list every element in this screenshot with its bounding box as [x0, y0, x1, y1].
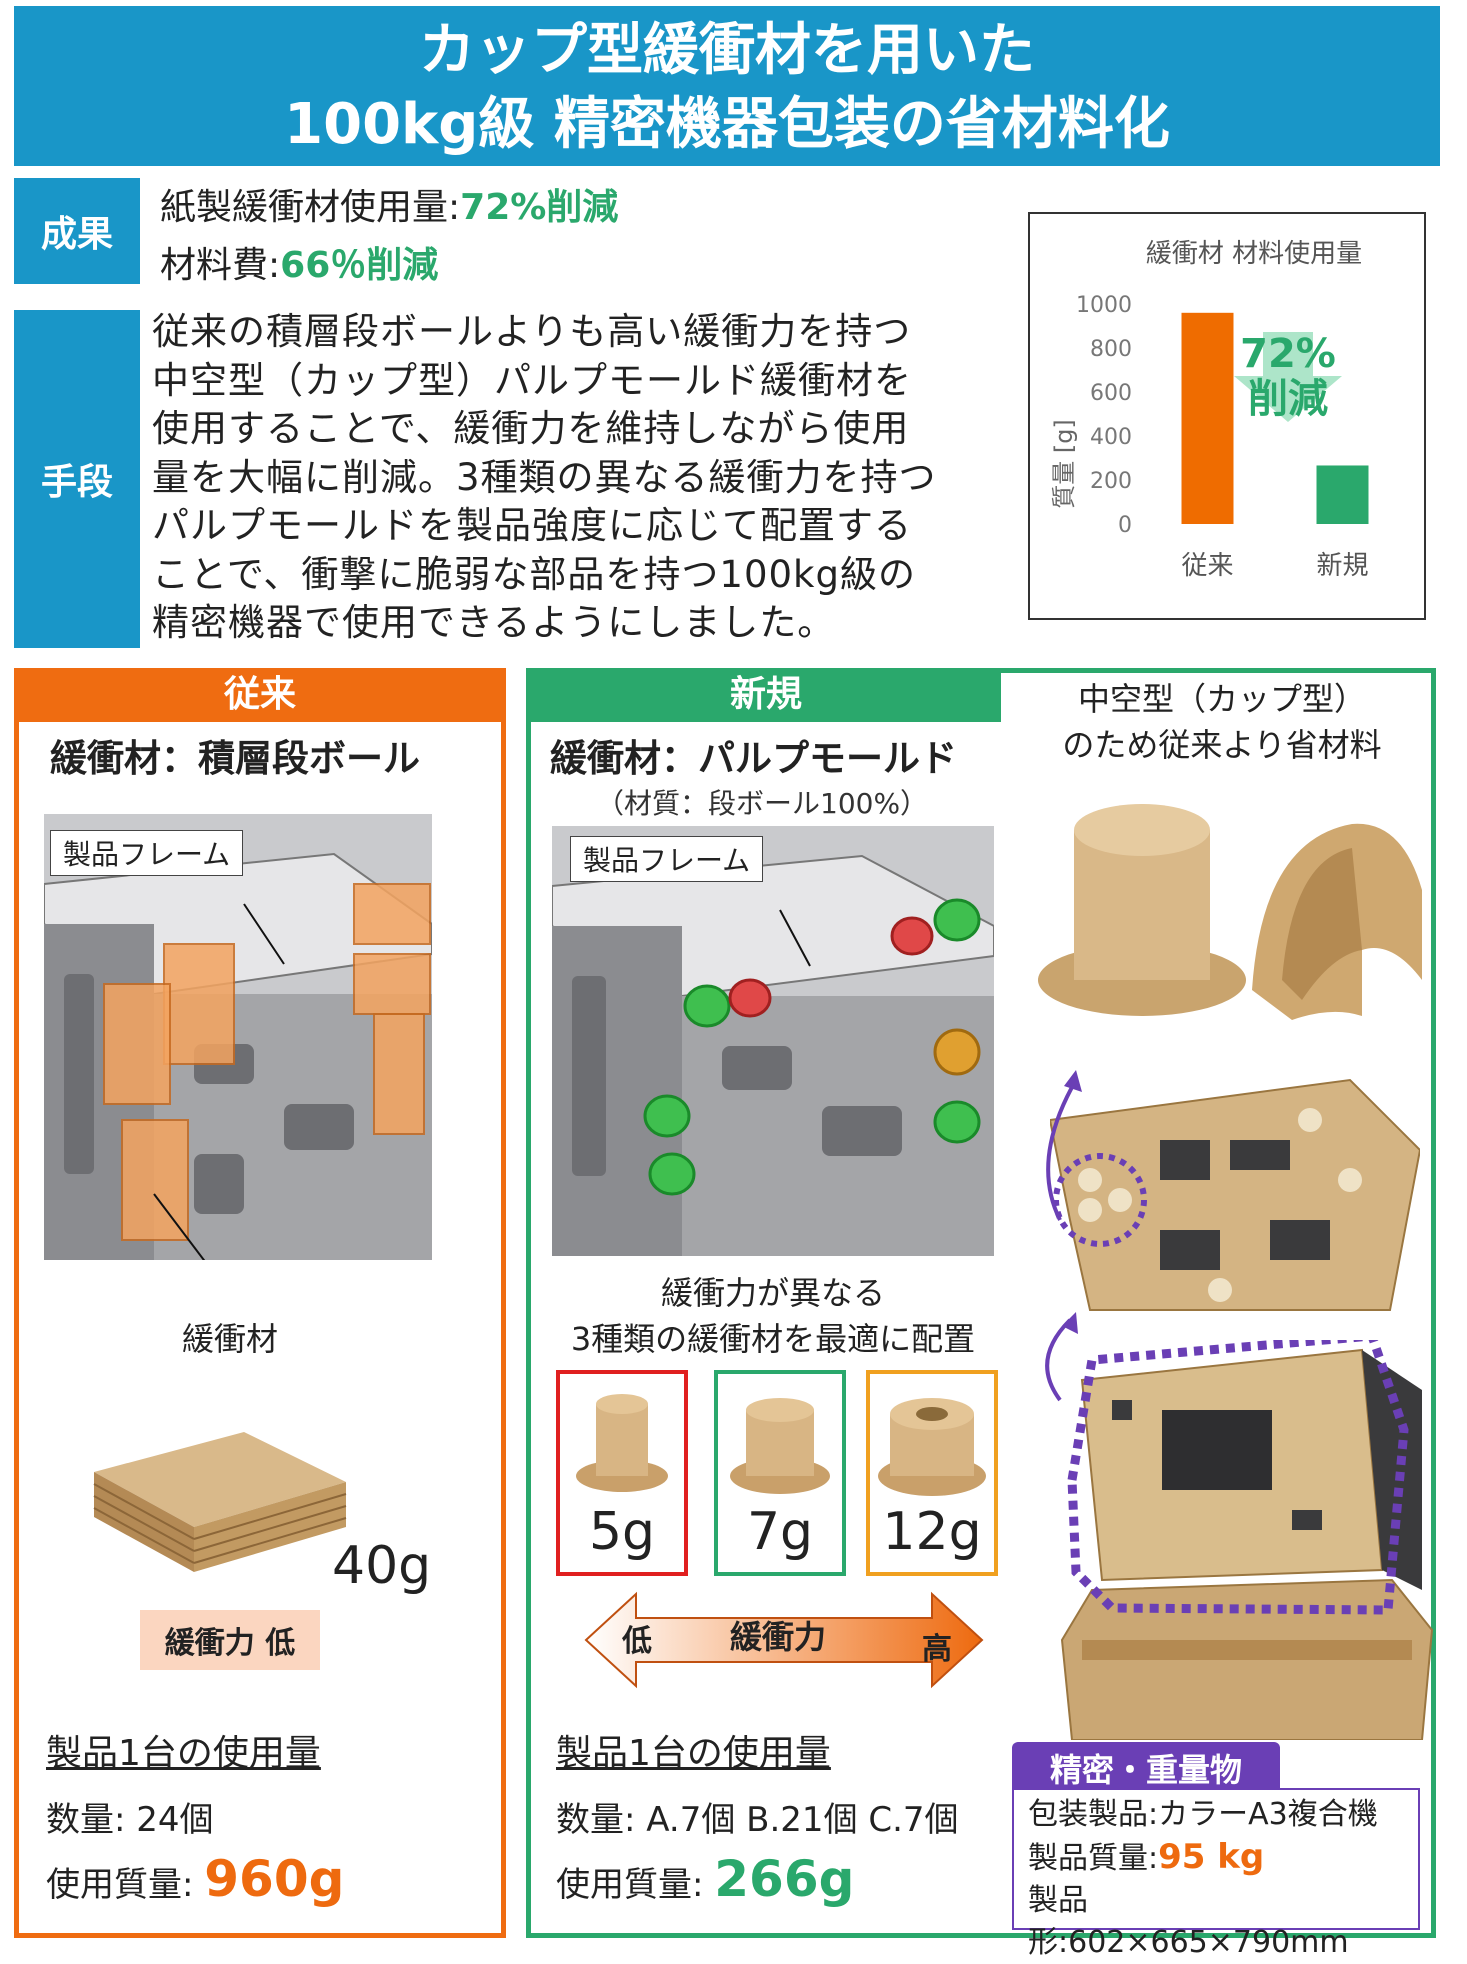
arrow-high-label: 高: [922, 1632, 952, 1667]
new-mass-value: 266g: [714, 1850, 855, 1908]
old-mass-label: 使用質量:: [46, 1865, 205, 1905]
title-line-1: カップ型緩衝材を用いた: [419, 18, 1035, 83]
frame-with-pulp-icon: [552, 826, 994, 1256]
spec-mass-value: 95 kg: [1158, 1837, 1265, 1877]
method-text: 従来の積層段ボールよりも高い緩衝力を持つ 中空型（カップ型）パルプモールド緩衝材…: [152, 308, 992, 648]
chart-bar-0: [1181, 312, 1234, 524]
new-caption-line-2: 3種類の緩衝材を最適に配置: [570, 1320, 976, 1358]
pulp-cup-small-icon: [576, 1394, 668, 1492]
chart-bar-1: [1316, 465, 1369, 524]
chart-category-label: 従来: [1181, 551, 1233, 581]
method-line: 使用することで、緩衝力を維持しながら使用: [152, 407, 910, 450]
right-caption-line-1: 中空型（カップ型）: [1077, 680, 1366, 718]
cup-box-12g: 12g: [866, 1370, 998, 1576]
packaged-copier-icon: [1060, 1331, 1434, 1741]
reduction-arrow-icon: [1234, 332, 1342, 422]
spec-box: 包装製品:カラーA3複合機 製品質量:95 kg 製品形:602×665×790…: [1012, 1788, 1420, 1960]
double-arrow-icon: [584, 1591, 984, 1689]
cup-box-5g: 5g: [556, 1370, 688, 1576]
chart-title: 緩衝材 材料使用量: [1146, 239, 1362, 269]
result-line-2: 材料費:66％削減: [160, 236, 438, 288]
pulp-cup-photo: [1032, 780, 1432, 1030]
method-line: 量を大幅に削減。3種類の異なる緩衝力を持つ: [152, 455, 937, 499]
result-1-text: 紙製緩衝材使用量:: [160, 187, 461, 228]
new-material-note: （材質：段ボール100%）: [596, 787, 929, 820]
new-usage-heading: 製品1台の使用量: [556, 1733, 831, 1774]
usage-chart-svg: 緩衝材 材料使用量 質量 [g] 10008006004002000 従来新規 …: [1050, 239, 1369, 581]
cup-weight-5g: 5g: [588, 1502, 656, 1562]
result-2-text: 材料費:: [160, 245, 281, 286]
title-line-2: 100kg級 精密機器包装の省材料化: [284, 92, 1170, 157]
old-frame-illustration: [44, 814, 432, 1260]
new-frame-illustration: [552, 826, 994, 1256]
new-qty: 数量: A.7個 B.21個 C.7個: [556, 1800, 959, 1840]
page-title: カップ型緩衝材を用いた 100kg級 精密機器包装の省材料化: [14, 6, 1440, 166]
result-2-value: 66％削減: [280, 245, 439, 286]
spec-mass: 製品質量:95 kg: [1028, 1836, 1404, 1880]
old-weight: 40g: [332, 1536, 432, 1596]
new-header: 新規: [531, 668, 1001, 722]
cup-weight-12g: 12g: [882, 1502, 982, 1562]
new-caption-line-1: 緩衝力が異なる: [660, 1274, 885, 1312]
cup-weight-7g: 7g: [746, 1502, 814, 1562]
new-frame-label: 製品フレーム: [570, 836, 764, 882]
chart-ylabel: 質量 [g]: [1050, 419, 1078, 509]
frame-icon: [44, 814, 432, 1260]
method-label: 手段: [14, 310, 140, 648]
old-mass-value: 960g: [204, 1850, 345, 1908]
chart-annotation-label: 削減: [1248, 376, 1328, 422]
flow-arrows-icon: [1045, 1070, 1082, 1402]
old-usage-heading: 製品1台の使用量: [46, 1733, 321, 1774]
result-1-value: 72%削減: [460, 187, 619, 228]
packaging-tray-photo: [1048, 1060, 1422, 1320]
old-frame-label: 製品フレーム: [50, 830, 244, 876]
old-cushion-label: 緩衝材: [182, 1320, 279, 1358]
spec-product: 包装製品:カラーA3複合機: [1028, 1797, 1378, 1832]
method-line: 精密機器で使用できるようにしました。: [152, 601, 836, 644]
arrow-mid-label: 緩衝力: [730, 1618, 827, 1656]
old-qty: 数量: 24個: [46, 1800, 214, 1840]
chart-ytick-label: 1000: [1076, 293, 1132, 318]
chart-annotation-percent: 72%: [1240, 331, 1336, 377]
right-caption-line-2: のため従来より省材料: [1062, 726, 1382, 764]
cardboard-stack-icon: [93, 1432, 347, 1572]
chart-ytick-label: 200: [1090, 469, 1132, 494]
arrow-low-label: 低: [622, 1624, 652, 1659]
method-line: 中空型（カップ型）パルプモールド緩衝材を: [152, 358, 912, 402]
method-line: パルプモールドを製品強度に応じて配置する: [152, 504, 912, 547]
packaged-device-photo: [1052, 1331, 1436, 1741]
cushion-force-arrow: 低 緩衝力 高: [584, 1590, 984, 1690]
new-mass-label: 使用質量:: [556, 1865, 715, 1905]
method-line: ことで、衝撃に脆弱な部品を持つ100kg級の: [152, 552, 916, 596]
old-mass: 使用質量: 960g: [46, 1850, 344, 1908]
packaging-tray-icon: [1048, 1078, 1422, 1311]
chart-ytick-label: 0: [1118, 513, 1132, 538]
new-mass: 使用質量: 266g: [556, 1850, 854, 1908]
results-label: 成果: [14, 178, 140, 284]
pulp-cup-large-icon: [878, 1398, 986, 1496]
right-caption: 中空型（カップ型） のため従来より省材料: [1012, 676, 1432, 768]
chart-category-label: 新規: [1316, 551, 1368, 581]
spec-mass-label: 製品質量:: [1028, 1841, 1159, 1876]
pulp-cup-cutaway-icon: [1038, 804, 1422, 1020]
old-header: 従来: [19, 668, 501, 722]
old-force-tag: 緩衝力 低: [140, 1610, 320, 1670]
spec-dimensions: 製品形:602×665×790mm: [1028, 1883, 1349, 1960]
cardboard-stack: [84, 1412, 354, 1572]
new-caption: 緩衝力が異なる 3種類の緩衝材を最適に配置: [552, 1270, 994, 1362]
method-line: 従来の積層段ボールよりも高い緩衝力を持つ: [152, 310, 912, 353]
old-material: 緩衝材：積層段ボール: [50, 737, 420, 780]
chart-ytick-label: 600: [1090, 381, 1132, 406]
cup-box-7g: 7g: [714, 1370, 846, 1576]
result-line-1: 紙製緩衝材使用量:72%削減: [160, 178, 618, 230]
chart-ytick-label: 800: [1090, 337, 1132, 362]
pulp-cup-medium-icon: [730, 1398, 830, 1494]
chart-ytick-label: 400: [1090, 425, 1132, 450]
new-material: 緩衝材：パルプモールド: [550, 737, 957, 780]
